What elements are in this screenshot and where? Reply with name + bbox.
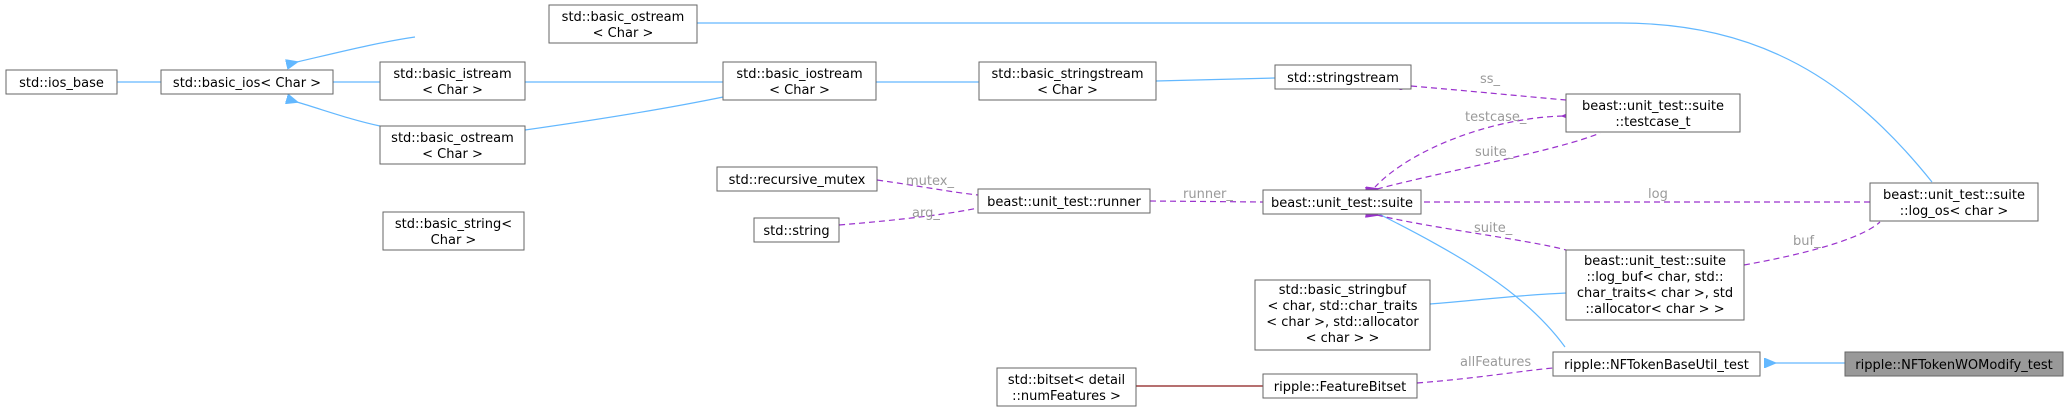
node-log-os-line1: beast::unit_test::suite	[1883, 188, 2025, 203]
edge-suite-log-buf	[1377, 215, 1567, 251]
edge-log-os-buf	[1744, 221, 1881, 265]
node-basic-stringbuf-line2: < char, std::char_traits	[1268, 299, 1418, 314]
edge-label-allfeatures: allFeatures	[1460, 355, 1531, 370]
node-basic-istream[interactable]: std::basic_istream < Char >	[379, 61, 526, 101]
node-basic-istream-line2: < Char >	[422, 83, 483, 98]
edge-ostream-mid-to-basic-ios	[297, 102, 381, 127]
node-runner-label: beast::unit_test::runner	[987, 195, 1141, 210]
node-ios-base-label: std::ios_base	[19, 76, 104, 91]
edge-testcase-ss	[1411, 86, 1567, 101]
edge-nftbase-to-suite	[1377, 213, 1566, 348]
node-basic-iostream-line1: std::basic_iostream	[736, 67, 862, 82]
edge-ostream-top-to-basic-ios	[297, 36, 416, 62]
edge-nftbase-allfeatures	[1417, 367, 1554, 383]
node-basic-istream-line1: std::basic_istream	[393, 67, 511, 82]
node-testcase-t-line1: beast::unit_test::suite	[1582, 99, 1724, 114]
edge-label-suite-testcase: suite_	[1475, 145, 1514, 160]
node-basic-ostream-mid[interactable]: std::basic_ostream < Char >	[379, 125, 526, 165]
node-bitset-line2: ::numFeatures >	[1012, 389, 1121, 404]
edge-testcase-suite	[1377, 132, 1601, 189]
node-suite[interactable]: beast::unit_test::suite	[1262, 189, 1422, 215]
edge-label-mutex: mutex_	[906, 174, 954, 189]
node-basic-stringbuf-line3: < char >, std::allocator	[1266, 315, 1419, 330]
edge-label-runner: runner_	[1183, 187, 1233, 202]
node-basic-string[interactable]: std::basic_string< Char >	[382, 211, 525, 251]
node-log-buf-line4: ::allocator< char > >	[1585, 302, 1724, 317]
node-basic-ostream-mid-line1: std::basic_ostream	[391, 131, 514, 146]
node-bitset-line1: std::bitset< detail	[1008, 373, 1125, 388]
node-bitset[interactable]: std::bitset< detail ::numFeatures >	[996, 367, 1137, 407]
node-basic-ios[interactable]: std::basic_ios< Char >	[160, 69, 334, 95]
node-log-buf-line3: char_traits< char >, std	[1577, 286, 1733, 301]
node-basic-ostream-mid-line2: < Char >	[422, 147, 483, 162]
node-basic-ios-label: std::basic_ios< Char >	[173, 76, 321, 91]
node-string-label: std::string	[763, 224, 829, 239]
node-log-buf-line2: ::log_buf< char, std::	[1586, 270, 1723, 285]
node-testcase-t[interactable]: beast::unit_test::suite ::testcase_t	[1565, 93, 1741, 133]
edge-log-os-to-ostream-top	[697, 23, 1933, 183]
edge-label-testcase: testcase_	[1465, 110, 1527, 125]
node-nftokenwomodify-test-label: ripple::NFTokenWOModify_test	[1855, 358, 2052, 373]
node-featurebitset-label: ripple::FeatureBitset	[1274, 380, 1406, 395]
edge-label-ss: ss_	[1480, 72, 1501, 87]
edge-suite-runner	[1150, 201, 1264, 202]
edge-runner-mutex	[877, 180, 979, 196]
node-log-buf-line1: beast::unit_test::suite	[1584, 254, 1726, 269]
edge-label-log: log	[1648, 187, 1668, 202]
node-log-os-line2: ::log_os< char >	[1900, 204, 2009, 219]
edge-label-suite-log-buf: suite_	[1474, 221, 1513, 236]
node-basic-iostream[interactable]: std::basic_iostream < Char >	[722, 61, 877, 101]
edge-suite-testcase	[1374, 116, 1563, 188]
node-ios-base[interactable]: std::ios_base	[5, 69, 118, 95]
node-log-buf[interactable]: beast::unit_test::suite ::log_buf< char,…	[1565, 249, 1745, 321]
node-basic-ostream-top-line2: < Char >	[593, 26, 654, 41]
node-testcase-t-line2: ::testcase_t	[1615, 115, 1690, 130]
node-basic-stringstream-template-line2: < Char >	[1037, 83, 1098, 98]
edge-iostream-to-ostream-mid	[525, 95, 729, 130]
node-nftokenwomodify-test[interactable]: ripple::NFTokenWOModify_test	[1844, 351, 2064, 377]
node-basic-string-line2: Char >	[431, 233, 477, 248]
node-recursive-mutex[interactable]: std::recursive_mutex	[716, 166, 878, 192]
node-basic-stringbuf-line4: < char > >	[1306, 331, 1380, 346]
node-nftokenbaseutil-test[interactable]: ripple::NFTokenBaseUtil_test	[1552, 351, 1761, 377]
edge-runner-arg	[839, 207, 979, 225]
node-basic-ostream-top[interactable]: std::basic_ostream < Char >	[548, 4, 698, 44]
node-basic-stringstream-template[interactable]: std::basic_stringstream < Char >	[978, 61, 1157, 101]
edge-label-arg: arg_	[912, 206, 940, 221]
node-log-os[interactable]: beast::unit_test::suite ::log_os< char >	[1869, 182, 2039, 222]
edge-label-buf: buf_	[1793, 234, 1821, 249]
edge-log-buf-to-stringbuf	[1430, 292, 1569, 304]
node-stringstream-label: std::stringstream	[1287, 71, 1399, 86]
node-basic-stringstream-template-line1: std::basic_stringstream	[991, 67, 1143, 82]
node-basic-ostream-top-line1: std::basic_ostream	[562, 10, 685, 25]
node-featurebitset[interactable]: ripple::FeatureBitset	[1262, 373, 1418, 399]
node-string[interactable]: std::string	[753, 217, 840, 243]
node-suite-label: beast::unit_test::suite	[1271, 196, 1413, 211]
node-basic-stringbuf-line1: std::basic_stringbuf	[1279, 283, 1407, 298]
node-recursive-mutex-label: std::recursive_mutex	[729, 173, 866, 188]
node-basic-iostream-line2: < Char >	[769, 83, 830, 98]
node-stringstream[interactable]: std::stringstream	[1274, 64, 1412, 90]
node-runner[interactable]: beast::unit_test::runner	[977, 188, 1151, 214]
node-nftokenbaseutil-test-label: ripple::NFTokenBaseUtil_test	[1564, 358, 1749, 373]
edge-stringstream-to-stringstream-t	[1156, 78, 1276, 81]
node-basic-string-line1: std::basic_string<	[395, 217, 512, 232]
node-basic-stringbuf[interactable]: std::basic_stringbuf < char, std::char_t…	[1254, 279, 1431, 351]
